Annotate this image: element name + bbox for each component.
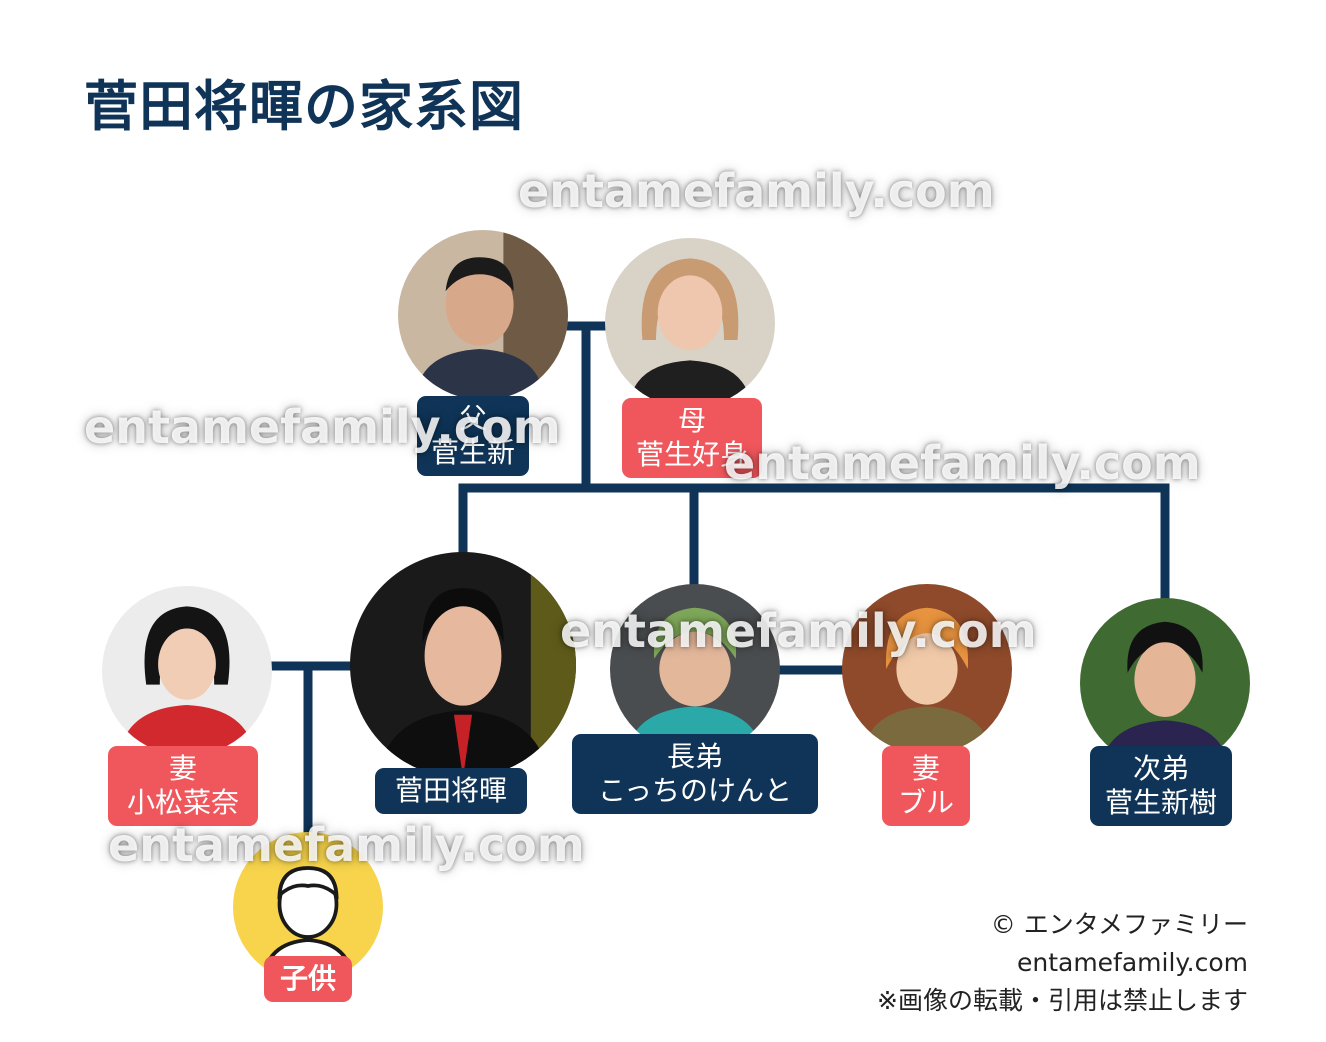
- mother-label: 母 菅生好身: [622, 398, 762, 478]
- brother2-label: 次弟 菅生新樹: [1090, 746, 1232, 826]
- father-label: 父 菅生新: [417, 396, 529, 476]
- wife-photo: [102, 586, 272, 756]
- self-photo: [350, 552, 576, 778]
- father-photo: [398, 230, 568, 400]
- page-title: 菅田将暉の家系図: [84, 75, 524, 138]
- brother2-photo: [1080, 598, 1250, 768]
- child-label: 子供: [264, 956, 352, 1002]
- wife-label: 妻 小松菜奈: [108, 746, 258, 826]
- mother-photo: [605, 238, 775, 408]
- copyright-notice: © エンタメファミリー entamefamily.com ※画像の転載・引用は禁…: [877, 910, 1248, 1015]
- brother1-wife-photo: [842, 584, 1012, 754]
- brother1-label: 長弟 こっちのけんと: [572, 734, 818, 814]
- brother1-wife-label: 妻 ブル: [882, 746, 970, 826]
- brother1-photo: [610, 584, 780, 754]
- self-label: 菅田将暉: [375, 768, 527, 814]
